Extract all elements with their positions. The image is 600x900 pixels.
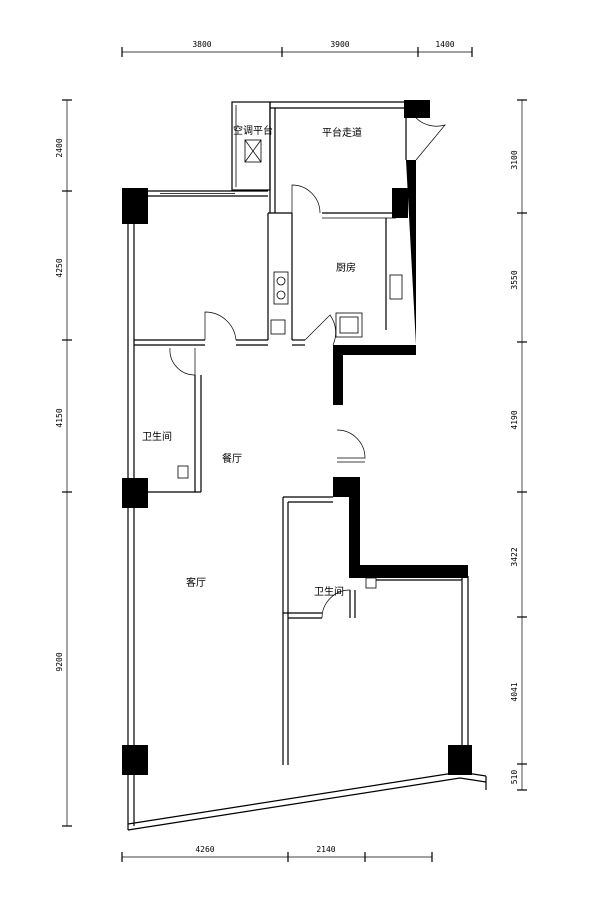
label-living: 客厅 bbox=[186, 576, 206, 589]
room-labels: 空调平台 平台走道 厨房 卫生间 餐厅 客厅 卫生间 bbox=[142, 124, 362, 598]
dim-right-3: 4190 bbox=[510, 410, 519, 429]
thick-walls bbox=[122, 100, 472, 775]
label-bathroom-1: 卫生间 bbox=[142, 430, 172, 443]
dim-bottom-1: 4260 bbox=[195, 845, 214, 854]
label-kitchen: 厨房 bbox=[336, 261, 356, 274]
label-bathroom-2: 卫生间 bbox=[314, 585, 344, 598]
dim-right-4: 3422 bbox=[510, 547, 519, 566]
dim-top-3: 1400 bbox=[435, 40, 454, 49]
dim-left-1: 2400 bbox=[55, 138, 64, 157]
dim-right-1: 3100 bbox=[510, 150, 519, 169]
dim-top-1: 3800 bbox=[192, 40, 211, 49]
dim-bottom-2: 2140 bbox=[316, 845, 335, 854]
dim-right-2: 3550 bbox=[510, 270, 519, 289]
right-dimension-line: 3100 3550 4190 3422 4041 510 bbox=[510, 99, 527, 791]
sink-icon bbox=[389, 274, 403, 300]
dim-top-2: 3900 bbox=[330, 40, 349, 49]
label-ac-platform: 空调平台 bbox=[233, 124, 273, 137]
bottom-dimension-line: 4260 2140 bbox=[121, 845, 433, 862]
dim-right-5: 4041 bbox=[510, 682, 519, 701]
dim-right-6: 510 bbox=[510, 770, 519, 785]
dim-left-3: 4150 bbox=[55, 408, 64, 427]
left-dimension-line: 2400 4250 4150 9200 bbox=[55, 99, 72, 827]
kitchen-fixtures bbox=[270, 271, 403, 338]
doors bbox=[169, 117, 446, 619]
walls bbox=[127, 101, 487, 831]
dim-left-2: 4250 bbox=[55, 258, 64, 277]
top-dimension-line: 3800 3900 1400 bbox=[121, 40, 473, 57]
stove-icon bbox=[273, 271, 289, 305]
label-dining: 餐厅 bbox=[222, 452, 242, 465]
label-balcony-corridor: 平台走道 bbox=[322, 126, 362, 139]
dim-left-4: 9200 bbox=[55, 652, 64, 671]
toilet-icon bbox=[177, 465, 189, 479]
